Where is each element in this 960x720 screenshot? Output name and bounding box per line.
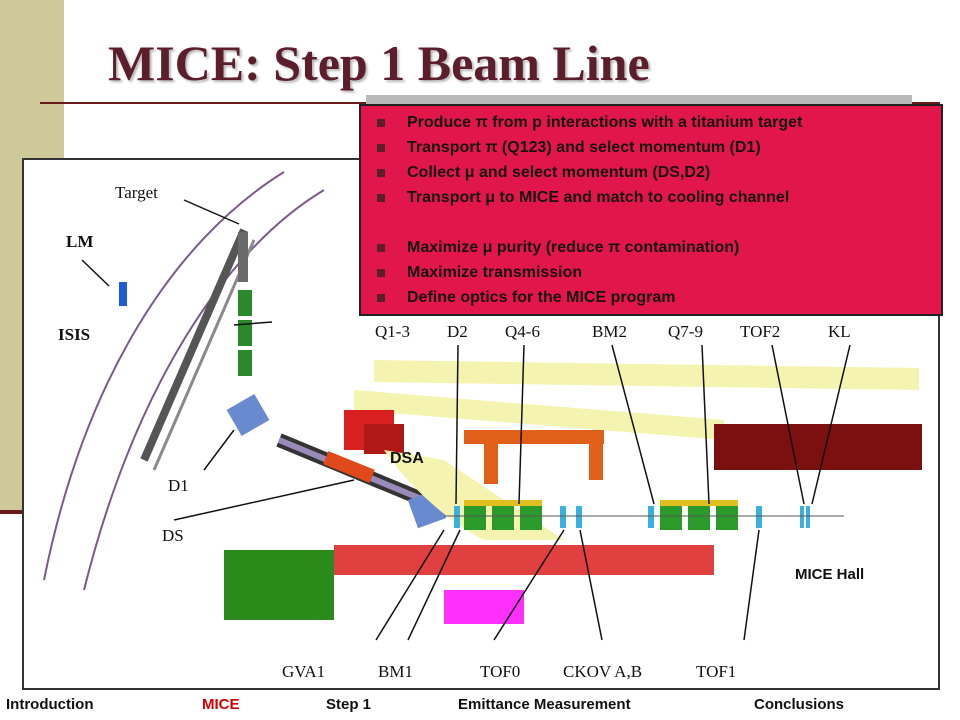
objective-text: Maximize transmission	[407, 264, 583, 281]
label-target: Target	[115, 183, 158, 202]
beampipe-shield	[464, 430, 604, 444]
objective-text: Collect μ and select momentum (DS,D2)	[407, 164, 711, 181]
q7-9-triplet	[660, 500, 738, 530]
bullet-icon	[377, 269, 385, 277]
label-ds: DS	[162, 526, 184, 545]
nav-step-1[interactable]: Step 1	[326, 696, 372, 713]
objectives-list: Produce π from p interactions with a tit…	[371, 110, 931, 310]
label-kl: KL	[828, 322, 851, 341]
nav-conclusions[interactable]: Conclusions	[754, 696, 845, 713]
objective-item: Maximize transmission	[371, 260, 931, 285]
label-mice-hall: MICE Hall	[795, 566, 865, 583]
label-q1-3: Q1-3	[375, 322, 410, 341]
objective-text: Define optics for the MICE program	[407, 289, 676, 306]
bullet-icon	[377, 169, 385, 177]
objective-text: Transport μ to MICE and match to cooling…	[407, 189, 790, 206]
label-bm2: BM2	[592, 322, 627, 341]
bullet-icon	[377, 244, 385, 252]
footer-nav: Introduction MICE Step 1 Emittance Measu…	[0, 690, 960, 720]
label-q7-9: Q7-9	[668, 322, 703, 341]
label-d2: D2	[447, 322, 468, 341]
q3-magnet	[238, 350, 252, 376]
beamline-diagram	[22, 158, 940, 690]
ckov-detector	[576, 506, 582, 528]
tof2-detector	[800, 506, 804, 528]
side-accent-line	[0, 510, 40, 514]
nav-emittance-measurement[interactable]: Emittance Measurement	[458, 696, 631, 713]
beamline-drawing	[43, 171, 922, 641]
bullet-icon	[377, 294, 385, 302]
ckov-housing	[444, 590, 524, 624]
tof1-detector	[756, 506, 762, 528]
q2-magnet	[238, 320, 252, 346]
label-bm1: BM1	[378, 662, 413, 681]
hall-wall-mid	[354, 390, 724, 440]
leader-lines	[81, 199, 851, 641]
objective-item: Produce π from p interactions with a tit…	[371, 110, 931, 135]
label-gva1: GVA1	[282, 662, 326, 681]
bullet-icon	[377, 119, 385, 127]
label-lm: LM	[66, 232, 94, 251]
isis-ring-outer	[43, 171, 285, 581]
objectives-callout: Produce π from p interactions with a tit…	[359, 104, 943, 316]
objective-item: Transport π (Q123) and select momentum (…	[371, 135, 931, 160]
label-tof2: TOF2	[740, 322, 781, 341]
label-q4-6: Q4-6	[505, 322, 540, 341]
label-tof0: TOF0	[480, 662, 521, 681]
nav-introduction[interactable]: Introduction	[6, 696, 94, 713]
label-tof1: TOF1	[696, 662, 737, 681]
shielding-floor	[224, 550, 334, 620]
slide-title: MICE: Step 1 Beam Line	[108, 35, 650, 91]
label-isis: ISIS	[58, 325, 91, 344]
label-ckov: CKOV A,B	[563, 662, 643, 681]
lm-monitor	[119, 282, 127, 306]
objective-text: Maximize μ purity (reduce π contaminatio…	[407, 239, 740, 256]
objective-item: Transport μ to MICE and match to cooling…	[371, 185, 931, 210]
objective-item: Define optics for the MICE program	[371, 285, 931, 310]
hall-wall-top	[374, 360, 919, 390]
bullet-icon	[377, 144, 385, 152]
d1-magnet	[226, 394, 270, 436]
kl-absorber	[714, 424, 922, 470]
objective-text: Transport π (Q123) and select momentum (…	[407, 139, 761, 156]
objective-item: Maximize μ purity (reduce π contaminatio…	[371, 235, 931, 260]
label-dsa: DSA	[390, 450, 424, 467]
q1-magnet	[238, 290, 252, 316]
label-d1: D1	[168, 476, 189, 495]
tof0-detector	[560, 506, 566, 528]
isis-magnets	[140, 228, 248, 462]
q4-6-triplet	[464, 500, 542, 530]
nav-mice[interactable]: MICE	[202, 696, 240, 713]
objective-text: Produce π from p interactions with a tit…	[407, 114, 803, 131]
objective-item: Collect μ and select momentum (DS,D2)	[371, 160, 931, 185]
isis-ring-inner	[83, 189, 325, 591]
bullet-icon	[377, 194, 385, 202]
